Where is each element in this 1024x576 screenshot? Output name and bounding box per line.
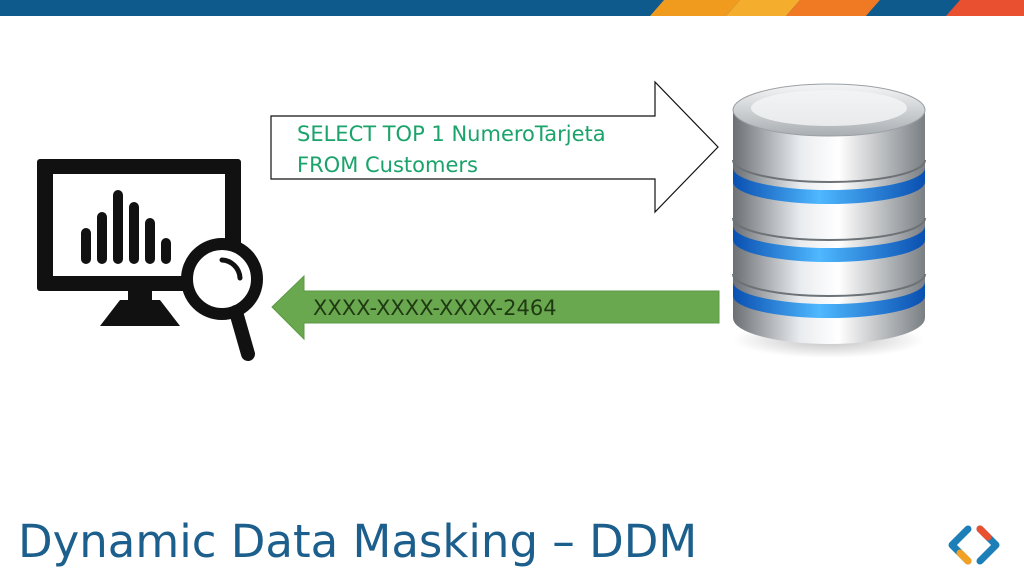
monitor-analytics-magnifier-icon (37, 159, 263, 361)
result-arrow (271, 274, 720, 341)
database-cylinder-icon (732, 83, 926, 358)
masked-result-text: XXXX-XXXX-XXXX-2464 (313, 296, 557, 320)
query-arrow (270, 80, 719, 214)
query-line-1: SELECT TOP 1 NumeroTarjeta (297, 122, 606, 146)
top-banner (0, 0, 1024, 16)
angle-brackets-logo-icon (948, 525, 1000, 565)
query-text: SELECT TOP 1 NumeroTarjeta FROM Customer… (297, 119, 657, 181)
query-line-2: FROM Customers (297, 153, 478, 177)
slide-title: Dynamic Data Masking – DDM (18, 515, 698, 568)
